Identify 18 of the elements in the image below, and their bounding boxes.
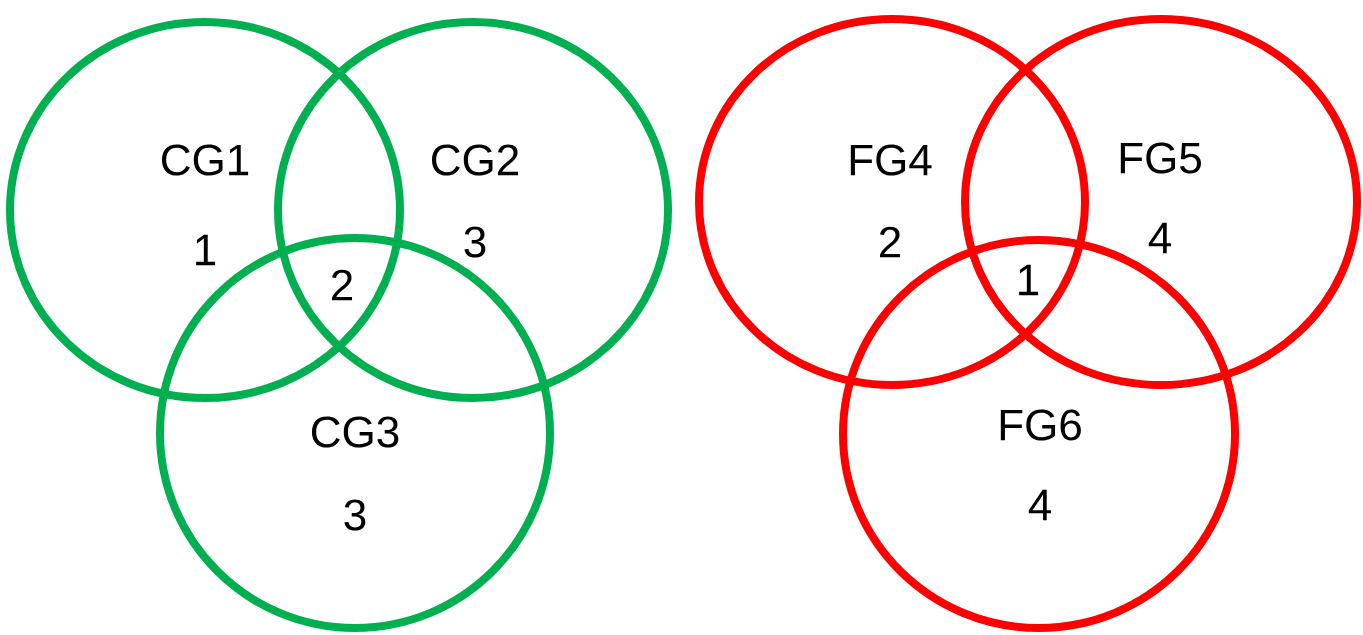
overlap-count: 1 <box>1019 264 1039 296</box>
venn-circle <box>695 15 1089 389</box>
set-name: CG2 <box>432 144 519 176</box>
set-name: CG3 <box>312 416 399 448</box>
set-count: 2 <box>880 226 901 258</box>
overlap-count: 2 <box>332 269 352 301</box>
set-name: FG4 <box>850 144 932 176</box>
venn-circle <box>274 18 672 402</box>
set-name: CG1 <box>162 144 249 176</box>
set-count: 1 <box>196 234 216 266</box>
set-count: 4 <box>1148 222 1171 254</box>
set-count: 3 <box>464 226 486 258</box>
set-name: FG6 <box>1000 409 1081 441</box>
set-count: 3 <box>344 499 366 531</box>
set-count: 4 <box>1028 489 1051 521</box>
venn-circle <box>961 15 1361 389</box>
set-name: FG5 <box>1120 142 1201 174</box>
venn-circle <box>6 18 404 402</box>
